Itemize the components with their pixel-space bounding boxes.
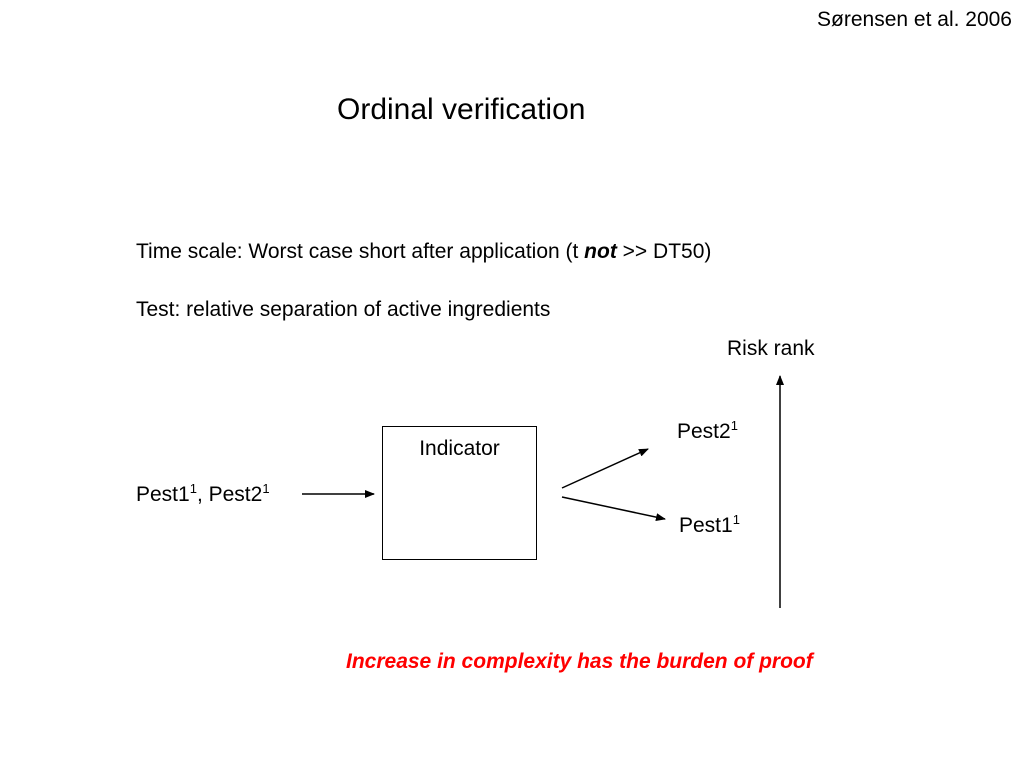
output-pest2-label: Pest2 bbox=[677, 420, 731, 443]
test-line: Test: relative separation of active ingr… bbox=[136, 298, 551, 321]
risk-rank-label: Risk rank bbox=[727, 337, 815, 360]
output-arrow-pest1 bbox=[561, 496, 666, 522]
footer-statement: Increase in complexity has the burden of… bbox=[346, 650, 813, 673]
indicator-label: Indicator bbox=[419, 437, 500, 460]
slide-title: Ordinal verification bbox=[337, 93, 586, 126]
output-pest2: Pest21 bbox=[677, 418, 738, 444]
input-pest1: Pest1 bbox=[136, 483, 190, 506]
output-arrow-pest2 bbox=[561, 448, 649, 489]
timescale-line: Time scale: Worst case short after appli… bbox=[136, 240, 711, 264]
input-pest2: Pest2 bbox=[208, 483, 263, 506]
timescale-suffix: >> DT50) bbox=[616, 240, 712, 263]
citation: Sørensen et al. 2006 bbox=[817, 8, 1012, 31]
output-pest1: Pest11 bbox=[679, 512, 740, 538]
output-pest1-label: Pest1 bbox=[679, 514, 733, 537]
timescale-prefix: Time scale: Worst case short after appli… bbox=[136, 240, 585, 263]
output-pest2-sup: 1 bbox=[730, 418, 738, 433]
input-pest2-sup: 1 bbox=[262, 481, 270, 496]
output-pest1-sup: 1 bbox=[732, 512, 740, 527]
input-pest1-sup: 1 bbox=[189, 481, 197, 496]
input-pesticides: Pest11, Pest21 bbox=[136, 481, 270, 507]
input-separator: , bbox=[196, 483, 209, 506]
indicator-box: Indicator bbox=[382, 426, 537, 560]
timescale-emphasis: not bbox=[584, 240, 617, 263]
